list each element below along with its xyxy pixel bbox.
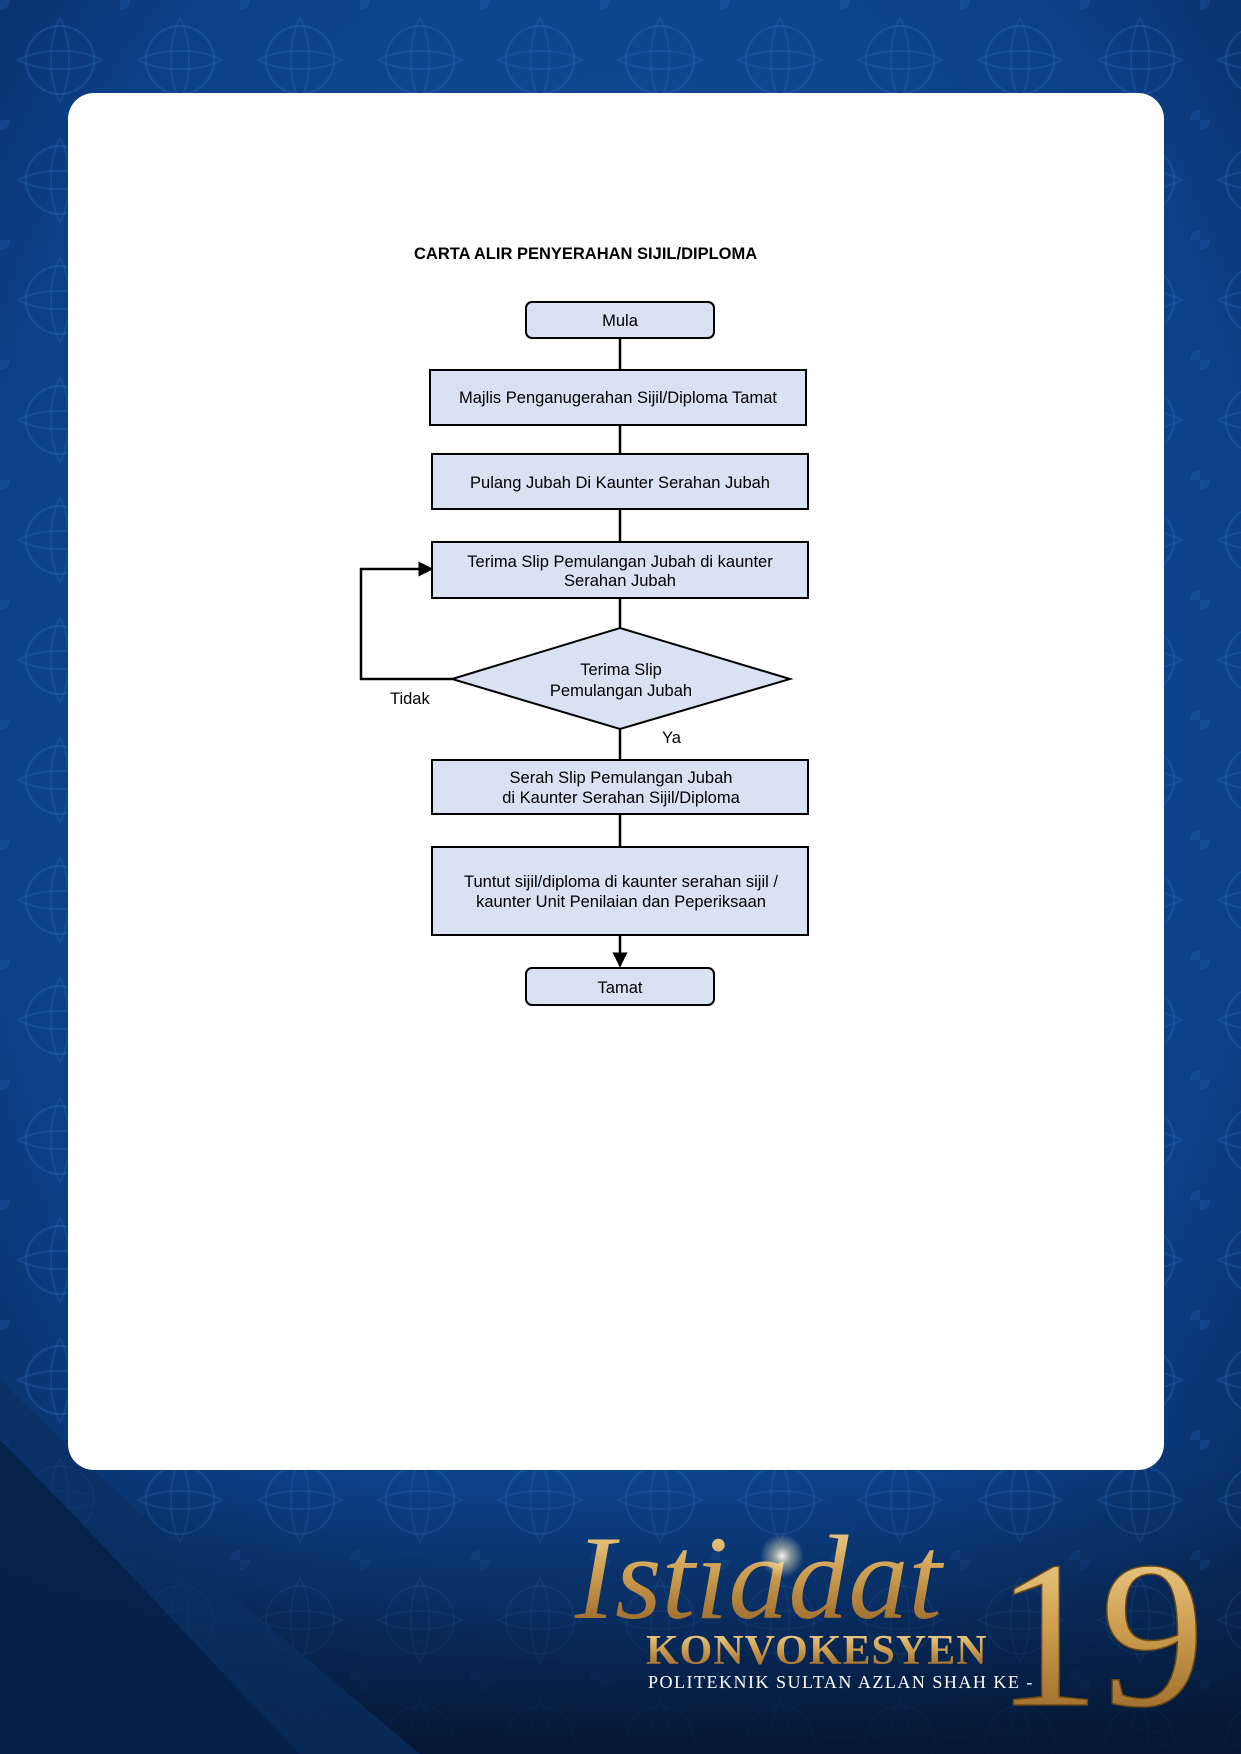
node-step4-label-line1: Serah Slip Pemulangan Jubah — [510, 769, 733, 787]
node-step1: Majlis Penganugerahan Sijil/Diploma Tama… — [429, 369, 807, 426]
logo-sparkle — [760, 1534, 804, 1578]
node-step3-label-line2: Serahan Jubah — [564, 572, 676, 590]
node-step2-label: Pulang Jubah Di Kaunter Serahan Jubah — [470, 474, 770, 492]
connectors — [359, 338, 628, 968]
node-start-label: Mula — [602, 312, 639, 330]
node-step1-label: Majlis Penganugerahan Sijil/Diploma Tama… — [459, 389, 777, 407]
node-step3: Terima Slip Pemulangan Jubah di kaunter … — [431, 541, 809, 599]
flowchart-title: CARTA ALIR PENYERAHAN SIJIL/DIPLOMA — [414, 245, 757, 263]
node-step2: Pulang Jubah Di Kaunter Serahan Jubah — [431, 453, 809, 510]
logo-number: 19 — [995, 1519, 1205, 1751]
logo-sub: POLITEKNIK SULTAN AZLAN SHAH KE - — [648, 1672, 1034, 1692]
edge-decision-step3-loop — [359, 561, 452, 681]
node-decision-label-line2: Pemulangan Jubah — [550, 682, 692, 700]
node-end-label: Tamat — [598, 979, 643, 997]
logo-script: Istiadat — [574, 1511, 944, 1644]
node-decision: Terima Slip Pemulangan Jubah — [448, 626, 794, 731]
node-step4-label-line2: di Kaunter Serahan Sijil/Diploma — [502, 789, 740, 807]
edge-label-tidak: Tidak — [390, 690, 430, 708]
node-step5: Tuntut sijil/diploma di kaunter serahan … — [431, 846, 809, 936]
node-start: Mula — [525, 301, 715, 339]
node-decision-label-line1: Terima Slip — [580, 661, 662, 679]
logo-main: KONVOKESYEN — [646, 1628, 988, 1674]
node-step4: Serah Slip Pemulangan Jubah di Kaunter S… — [431, 759, 809, 815]
node-end: Tamat — [525, 967, 715, 1006]
konvokesyen-logo: 19 Istiadat KONVOKESYEN POLITEKNIK SULTA… — [574, 1511, 1206, 1752]
node-step5-label-line1: Tuntut sijil/diploma di kaunter serahan … — [464, 873, 778, 891]
edge-label-ya: Ya — [662, 729, 682, 747]
node-step3-label-line1: Terima Slip Pemulangan Jubah di kaunter — [467, 553, 773, 571]
node-step5-label-line2: kaunter Unit Penilaian dan Peperiksaan — [476, 893, 766, 911]
